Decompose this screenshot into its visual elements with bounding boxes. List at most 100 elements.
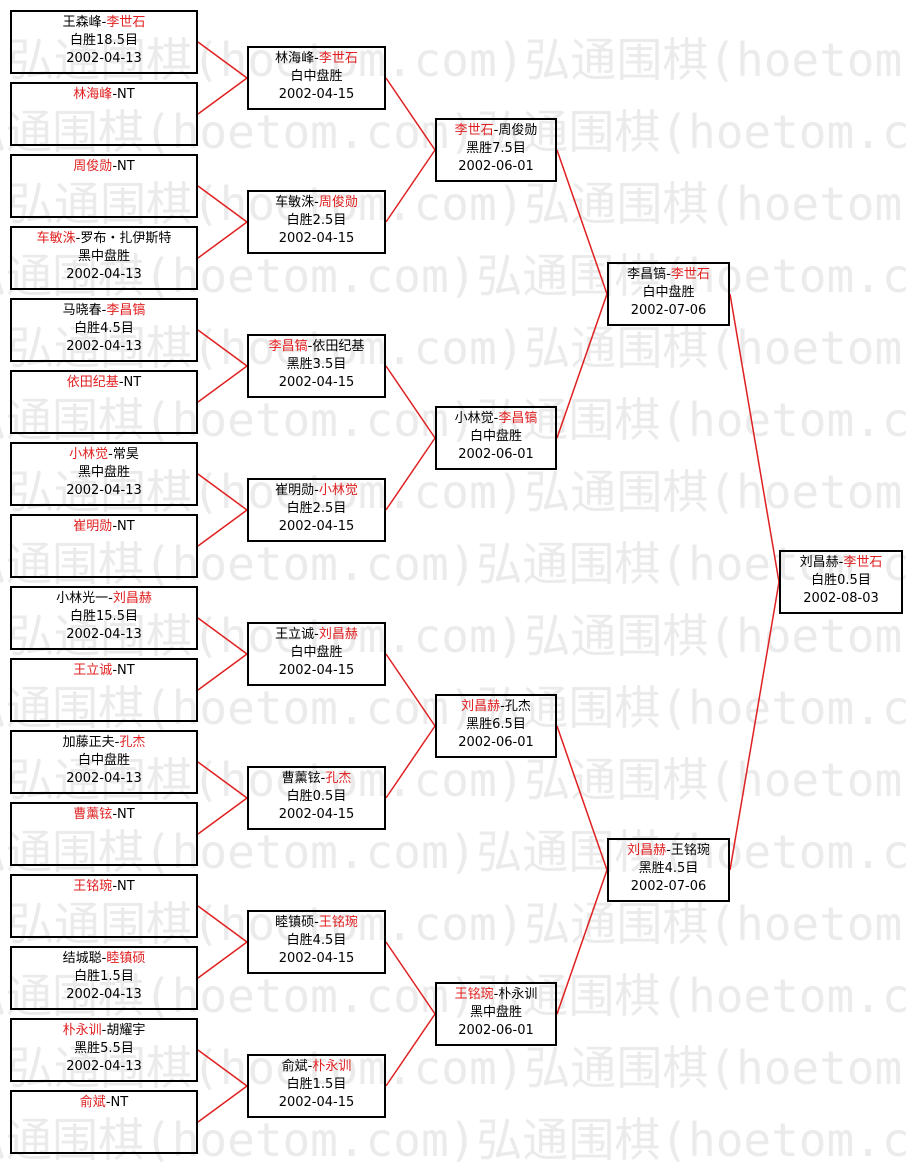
player-1: 周俊勋: [73, 159, 113, 174]
match-result: 白中盘胜: [77, 753, 130, 768]
match-box-r2m6: 曹薰铉-孔杰 白胜0.5目 2002-04-15: [247, 766, 386, 830]
match-result: 黑中盘胜: [77, 249, 130, 264]
player-1: 睦镇硕: [275, 915, 315, 930]
match-box-r1m8: 崔明勋-NT: [10, 514, 198, 578]
player-2: NT: [117, 807, 135, 822]
player-1: 李昌镐: [627, 267, 667, 282]
match-players: 崔明勋-小林觉: [275, 483, 358, 498]
match-date: 2002-04-13: [66, 483, 142, 498]
match-box-r3m2: 小林觉-李昌镐 白中盘胜 2002-06-01: [435, 406, 557, 470]
match-result: 白胜4.5目: [74, 321, 134, 336]
match-box-r2m1: 林海峰-李世石 白中盘胜 2002-04-15: [247, 46, 386, 110]
player-2: 刘昌赫: [318, 627, 358, 642]
match-players: 车敏洙-罗布・扎伊斯特: [36, 231, 172, 246]
player-2: NT: [117, 87, 135, 102]
player-1: 俞斌: [281, 1059, 308, 1074]
player-2: 王铭琬: [318, 915, 358, 930]
match-box-r1m2: 林海峰-NT: [10, 82, 198, 146]
watermark-text: 弘通围棋(hoetom.com)弘通围棋(hoetom.com): [0, 969, 912, 1023]
match-result: 白胜18.5目: [70, 33, 138, 48]
match-players: 王立诚-刘昌赫: [275, 627, 358, 642]
match-date: 2002-04-15: [278, 231, 355, 246]
match-players: 结城聪-睦镇硕: [62, 951, 146, 966]
match-date: 2002-06-01: [458, 1023, 534, 1038]
bracket-connector-line: [385, 149, 436, 223]
bracket-connector-line: [197, 185, 248, 223]
player-1: 曹薰铉: [73, 807, 113, 822]
match-players: 依田纪基-NT: [66, 375, 142, 390]
match-date: 2002-04-15: [278, 807, 355, 822]
match-result: 白中盘胜: [642, 285, 695, 300]
match-result: 黑胜3.5目: [286, 357, 347, 372]
match-box-r1m3: 周俊勋-NT: [10, 154, 198, 218]
player-1: 加藤正夫: [62, 735, 115, 750]
bracket-connector-line: [197, 365, 248, 403]
watermark-text: 弘通围棋(hoetom.com)弘通围棋(hoetom.com): [0, 1113, 912, 1165]
match-players: 李昌镐-依田纪基: [268, 339, 365, 354]
bracket-connector-line: [197, 905, 248, 943]
player-1: 林海峰: [275, 51, 315, 66]
match-box-r1m11: 加藤正夫-孔杰 白中盘胜 2002-04-13: [10, 730, 198, 794]
match-box-r1m12: 曹薰铉-NT: [10, 802, 198, 866]
watermark-text: 弘通围棋(hoetom.com)弘通围棋(hoetom.com): [0, 249, 912, 303]
bracket-connector-line: [197, 797, 248, 835]
match-result: 白胜2.5目: [286, 213, 347, 228]
match-players: 曹薰铉-孔杰: [281, 771, 352, 786]
bracket-connector-line: [385, 365, 436, 439]
player-1: 王森峰: [62, 15, 102, 30]
match-players: 李昌镐-李世石: [627, 267, 710, 282]
match-players: 周俊勋-NT: [73, 159, 135, 174]
match-box-final: 刘昌赫-李世石 白胜0.5目 2002-08-03: [779, 550, 903, 614]
player-2: 依田纪基: [312, 339, 365, 354]
match-players: 王铭琬-朴永训: [454, 987, 538, 1002]
match-box-r1m13: 王铭琬-NT: [10, 874, 198, 938]
bracket-connector-line: [556, 869, 608, 1015]
match-players: 马晓春-李昌镐: [62, 303, 146, 318]
bracket-connector-line: [197, 941, 248, 979]
player-1: 刘昌赫: [627, 843, 667, 858]
match-result: 黑胜5.5目: [74, 1041, 134, 1056]
player-1: 俞斌: [79, 1095, 106, 1110]
watermark-text: 弘通围棋(hoetom.com)弘通围棋(hoetom.com): [0, 393, 912, 447]
player-2: 小林觉: [318, 483, 358, 498]
match-result: 黑胜6.5目: [466, 717, 526, 732]
match-box-r1m5: 马晓春-李昌镐 白胜4.5目 2002-04-13: [10, 298, 198, 362]
match-date: 2002-04-15: [278, 87, 355, 102]
player-2: 李世石: [843, 555, 883, 570]
player-2: 李世石: [318, 51, 358, 66]
player-2: NT: [117, 879, 135, 894]
player-1: 车敏洙: [36, 231, 76, 246]
match-date: 2002-04-13: [66, 267, 142, 282]
match-result: 黑胜7.5目: [466, 141, 526, 156]
match-players: 小林觉-常昊: [69, 447, 139, 462]
player-1: 依田纪基: [66, 375, 119, 390]
player-1: 刘昌赫: [461, 699, 501, 714]
match-date: 2002-04-13: [66, 987, 142, 1002]
player-1: 曹薰铉: [281, 771, 321, 786]
player-2: 王铭琬: [670, 843, 710, 858]
match-result: 黑中盘胜: [77, 465, 130, 480]
match-date: 2002-04-15: [278, 519, 355, 534]
match-players: 崔明勋-NT: [73, 519, 135, 534]
match-result: 白中盘胜: [290, 645, 343, 660]
watermark-text: 弘通围棋(hoetom.com)弘通围棋(hoetom.com): [8, 177, 912, 231]
bracket-connector-line: [197, 329, 248, 367]
bracket-connector-line: [385, 1013, 436, 1087]
player-2: 朴永训: [312, 1059, 352, 1074]
player-2: NT: [117, 663, 135, 678]
match-box-r3m3: 刘昌赫-孔杰 黑胜6.5目 2002-06-01: [435, 694, 557, 758]
match-date: 2002-04-15: [278, 951, 355, 966]
match-players: 刘昌赫-王铭琬: [627, 843, 710, 858]
match-result: 黑胜4.5目: [638, 861, 699, 876]
player-2: NT: [117, 159, 135, 174]
player-2: 李昌镐: [106, 303, 146, 318]
player-1: 李昌镐: [268, 339, 308, 354]
match-box-r2m3: 李昌镐-依田纪基 黑胜3.5目 2002-04-15: [247, 334, 386, 398]
bracket-connector-line: [556, 293, 608, 439]
player-2: NT: [123, 375, 142, 390]
match-result: 白中盘胜: [469, 429, 522, 444]
watermark-text: 弘通围棋(hoetom.com)弘通围棋(hoetom.com): [8, 33, 912, 87]
bracket-connector-line: [197, 41, 248, 79]
bracket-connector-line: [729, 293, 780, 583]
player-2: 李世石: [670, 267, 710, 282]
